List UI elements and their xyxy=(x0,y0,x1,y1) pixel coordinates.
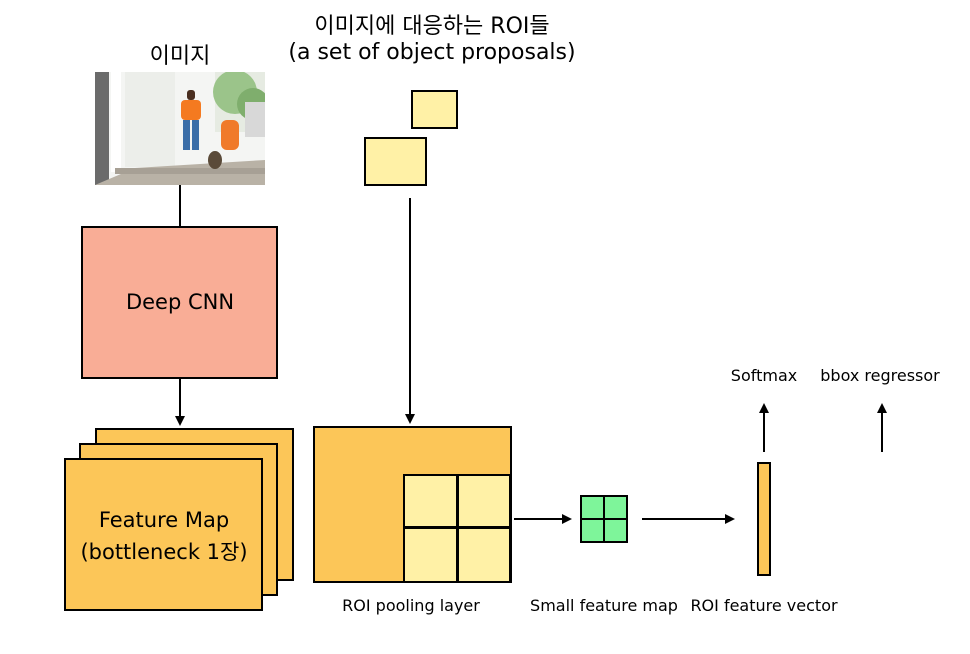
image-title: 이미지 xyxy=(149,44,211,69)
roi-pooling-label: ROI pooling layer xyxy=(342,596,480,615)
roi-feature-vector-label: ROI feature vector xyxy=(690,596,838,615)
deep-cnn-label: Deep CNN xyxy=(125,290,235,314)
roi-title-line1: 이미지에 대응하는 ROI들 xyxy=(314,14,550,39)
small-feature-map-label: Small feature map xyxy=(530,596,678,615)
roi-feature-vector xyxy=(757,462,771,576)
roi-title-line2: (a set of object proposals) xyxy=(288,40,576,65)
roi-proposal-box xyxy=(411,90,458,129)
input-image xyxy=(95,72,265,185)
small-feature-map-divider-h xyxy=(580,518,628,520)
deep-cnn-block xyxy=(81,226,278,379)
softmax-label: Softmax xyxy=(730,366,798,385)
feature-map-front xyxy=(64,458,263,611)
roi-pooling-grid-divider-h xyxy=(403,526,511,529)
feature-map-label-line1: Feature Map xyxy=(98,508,230,532)
roi-proposal-box xyxy=(364,137,427,186)
bbox-regressor-label: bbox regressor xyxy=(820,366,940,385)
feature-map-label-line2: (bottleneck 1장) xyxy=(80,540,248,564)
